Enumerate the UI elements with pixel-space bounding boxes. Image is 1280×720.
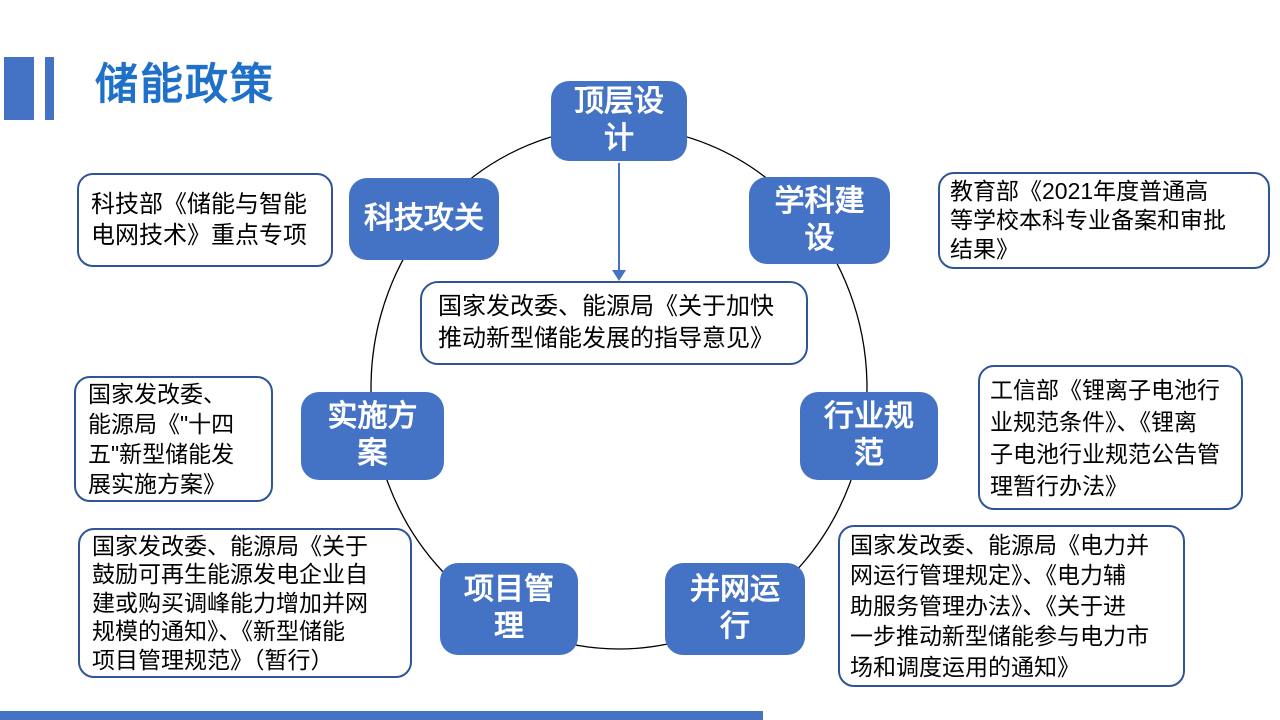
node-top-level-design: 顶层设 计	[551, 81, 687, 161]
center-arrow-head	[612, 270, 626, 281]
callout-discipline-construction: 教育部《2021年度普通高 等学校本科专业备案和审批 结果》	[938, 172, 1270, 269]
center-policy-box: 国家发改委、能源局《关于加快 推动新型储能发展的指导意见》	[420, 281, 808, 365]
node-project-management: 项目管 理	[440, 563, 578, 655]
footer-accent-bar	[0, 711, 763, 720]
callout-industry-standards: 工信部《锂离子电池行 业规范条件》、《锂离 子电池行业规范公告管 理暂行办法》	[978, 365, 1243, 510]
callout-tech-research: 科技部《储能与智能 电网技术》重点专项	[77, 173, 333, 267]
node-tech-research: 科技攻关	[349, 178, 499, 260]
node-industry-standards: 行业规 范	[800, 392, 938, 480]
page-title: 储能政策	[95, 61, 275, 109]
callout-implementation-plan: 国家发改委、 能源局《"十四 五"新型储能发 展实施方案》	[74, 376, 273, 502]
callout-grid-operation: 国家发改委、能源局《电力并 网运行管理规定》、《电力辅 助服务管理办法》、《关于…	[838, 525, 1185, 687]
title-accent-square	[4, 57, 34, 120]
node-implementation-plan: 实施方 案	[301, 392, 444, 480]
title-accent-bar	[45, 57, 54, 120]
node-discipline-construction: 学科建 设	[749, 177, 890, 264]
node-grid-operation: 并网运 行	[665, 563, 805, 655]
callout-project-management: 国家发改委、能源局《关于 鼓励可再生能源发电企业自 建或购买调峰能力增加并网 规…	[78, 528, 412, 678]
